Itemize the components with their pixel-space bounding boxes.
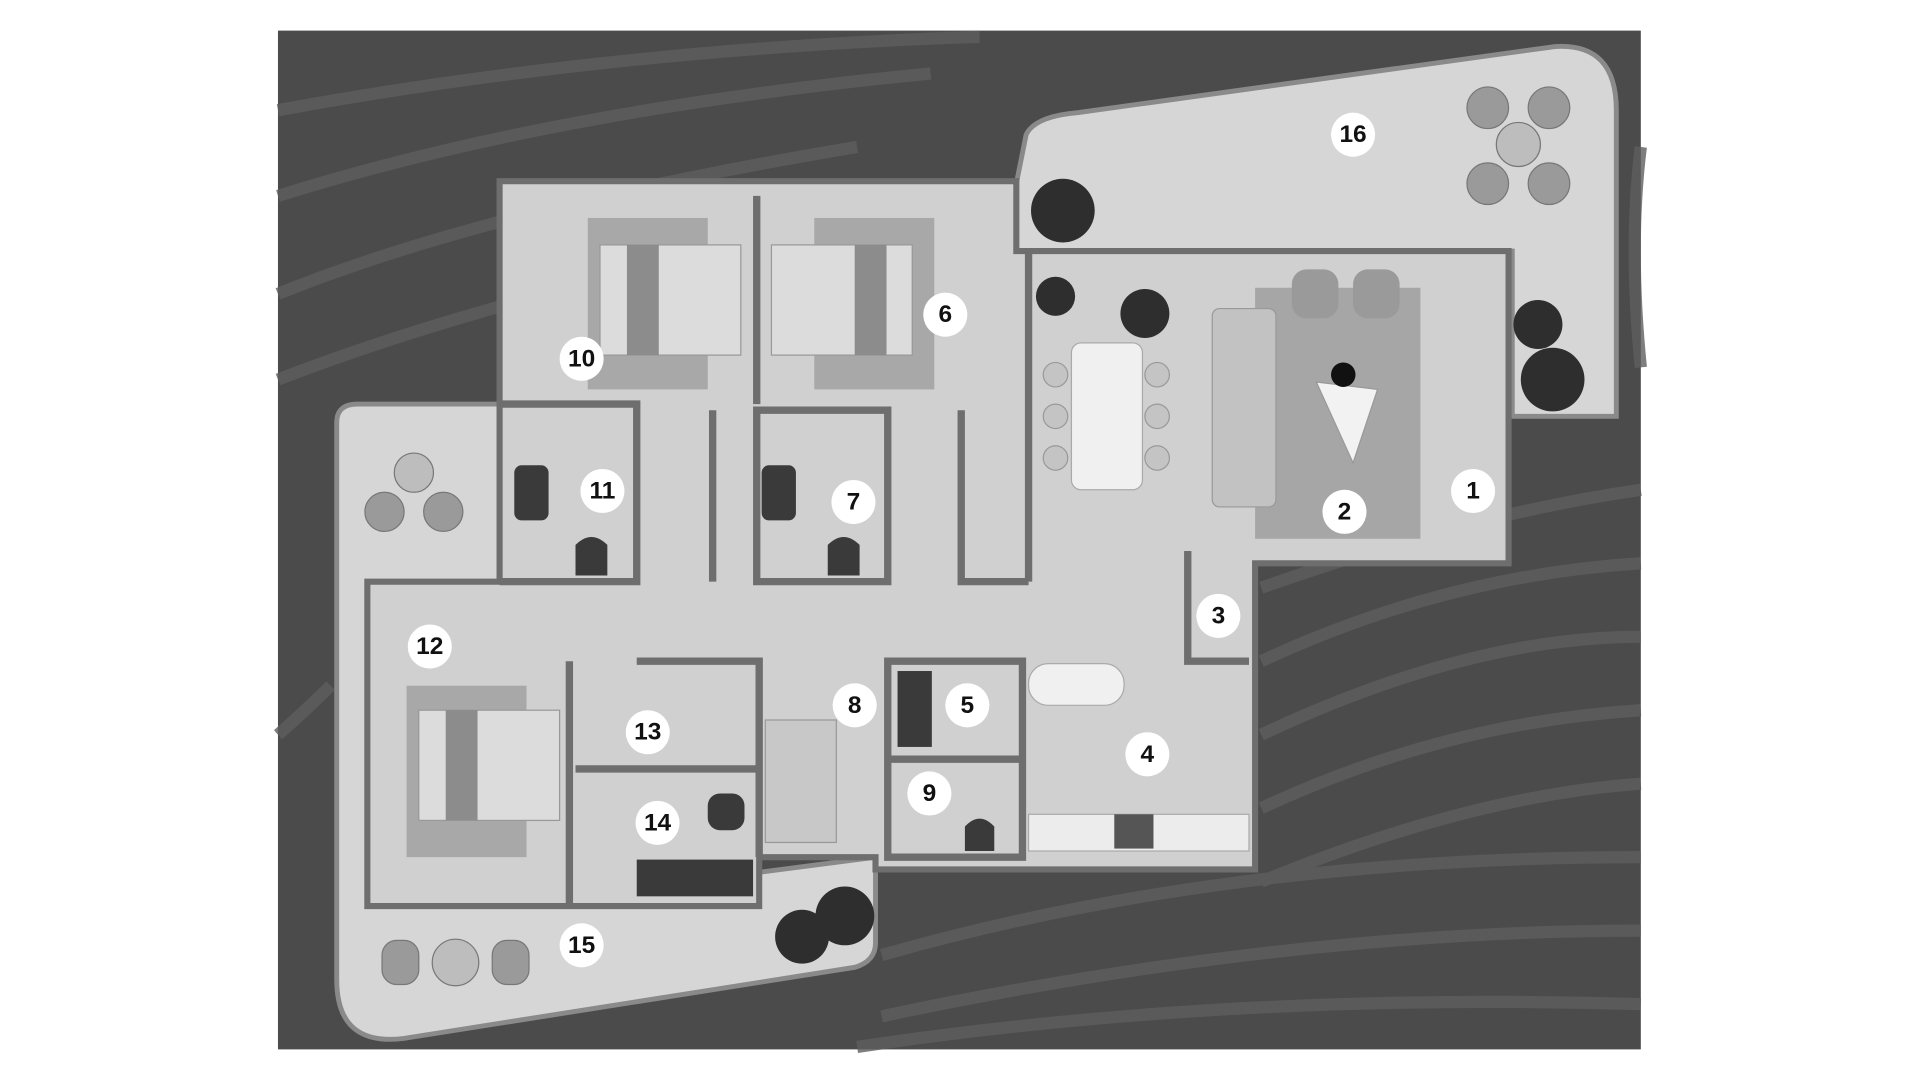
- room-label-10: 10: [559, 336, 604, 381]
- room-label-14: 14: [635, 800, 680, 845]
- sofa: [1211, 307, 1277, 508]
- room-label-2: 2: [1322, 489, 1367, 534]
- svg-text:12: 12: [416, 633, 443, 660]
- stove: [1114, 814, 1154, 849]
- room-label-11: 11: [580, 468, 625, 514]
- bed: [599, 244, 742, 356]
- svg-text:9: 9: [923, 780, 937, 807]
- room-label-13: 13: [625, 710, 670, 755]
- plants: [775, 178, 1585, 964]
- svg-text:5: 5: [961, 692, 975, 719]
- svg-text:14: 14: [644, 809, 672, 836]
- bed: [418, 709, 561, 822]
- svg-text:7: 7: [847, 489, 861, 516]
- bed: [770, 244, 913, 356]
- svg-text:8: 8: [848, 692, 862, 719]
- room-label-5: 5: [945, 683, 990, 728]
- armchair: [1291, 269, 1339, 319]
- kitchen-island: [1027, 663, 1125, 706]
- svg-text:2: 2: [1338, 498, 1352, 525]
- svg-text:6: 6: [939, 301, 953, 328]
- svg-text:15: 15: [568, 932, 595, 959]
- armchair: [1353, 269, 1400, 319]
- svg-text:1: 1: [1466, 478, 1480, 505]
- room-label-6: 6: [923, 292, 968, 337]
- room-label-7: 7: [831, 480, 876, 525]
- svg-text:13: 13: [634, 719, 661, 746]
- svg-text:11: 11: [590, 478, 616, 505]
- room-label-8: 8: [832, 683, 877, 728]
- room-label-3: 3: [1196, 593, 1241, 638]
- svg-text:10: 10: [568, 345, 595, 372]
- terrace-16: [1013, 44, 1619, 419]
- room-label-4: 4: [1125, 732, 1170, 777]
- bunk-bed: [764, 719, 837, 844]
- svg-text:3: 3: [1212, 602, 1226, 629]
- room-label-12: 12: [407, 624, 452, 669]
- walls: [499, 195, 1249, 907]
- room-label-9: 9: [907, 771, 952, 816]
- room-label-16: 16: [1331, 112, 1376, 157]
- dining-table: [1070, 342, 1144, 491]
- room-label-15: 15: [559, 923, 604, 968]
- lamp: [1331, 362, 1356, 387]
- room-label-1: 1: [1451, 468, 1496, 514]
- svg-text:16: 16: [1339, 121, 1366, 148]
- svg-text:4: 4: [1141, 741, 1155, 768]
- room-labels: 1 2 3 4 5 6 7 8 9 10 11 12 13 14 15 16: [407, 112, 1496, 968]
